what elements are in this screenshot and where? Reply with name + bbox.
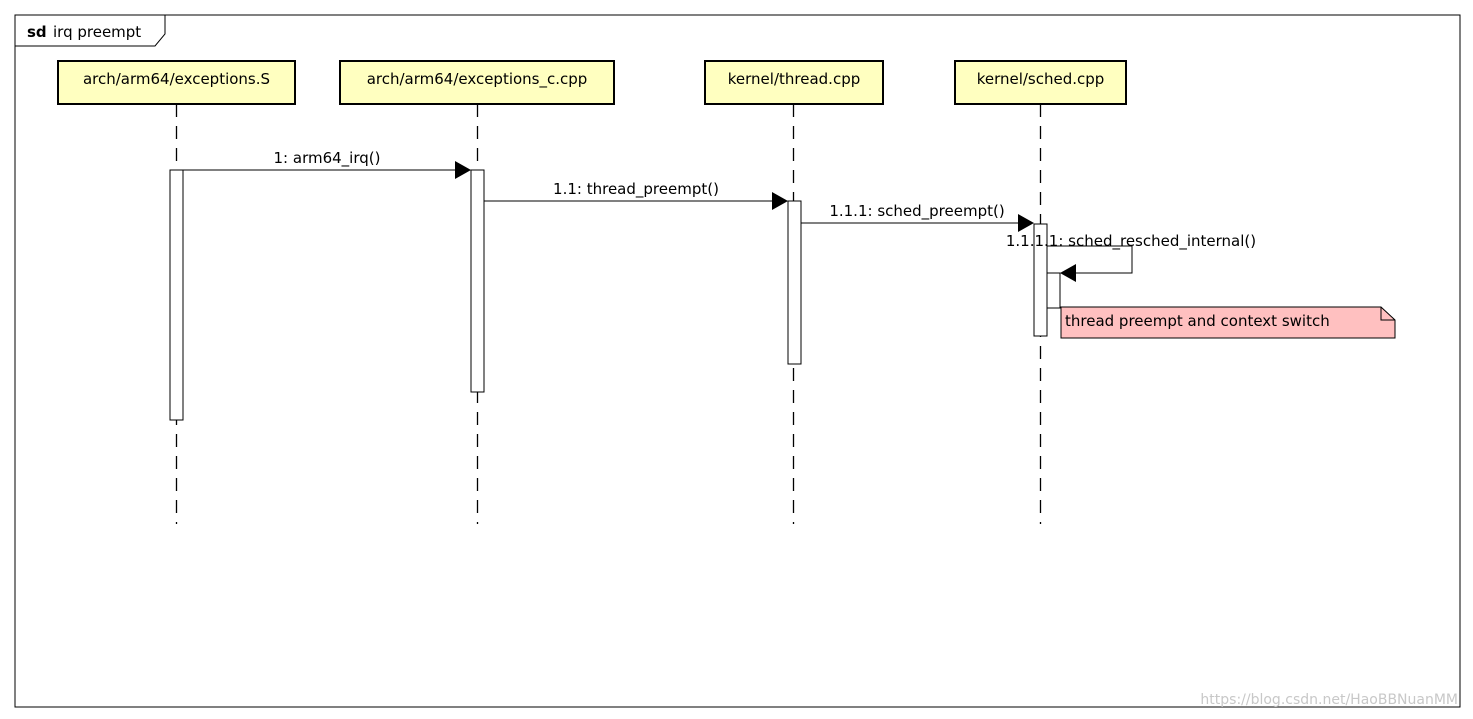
activation-bar-nested <box>1046 272 1061 309</box>
lifeline-exceptions-c[interactable]: arch/arm64/exceptions_c.cpp <box>339 60 615 524</box>
frame-title: irq preempt <box>53 23 141 41</box>
arrowhead-icon <box>1060 264 1076 282</box>
arrowhead-icon <box>1018 214 1034 232</box>
note-text: thread preempt and context switch <box>1065 312 1330 330</box>
frame-title-tab <box>14 14 166 47</box>
lifeline-thread[interactable]: kernel/thread.cpp <box>704 60 884 524</box>
frame-keyword: sd <box>27 23 47 41</box>
lifeline-head[interactable] <box>954 60 1127 105</box>
lifeline-label: arch/arm64/exceptions_c.cpp <box>367 70 588 89</box>
activation-bar <box>470 169 485 393</box>
watermark: https://blog.csdn.net/HaoBBNuanMM <box>1200 692 1458 708</box>
lifeline-label: kernel/thread.cpp <box>728 70 860 88</box>
arrowhead-icon <box>772 192 788 210</box>
note-shape <box>1060 306 1396 339</box>
message-label: 1.1.1.1: sched_resched_internal() <box>1006 232 1256 251</box>
message-thread-preempt[interactable]: 1.1: thread_preempt() <box>484 180 788 210</box>
message-sched-preempt[interactable]: 1.1.1: sched_preempt() <box>801 202 1034 232</box>
arrowhead-icon <box>455 161 471 179</box>
lifeline-exceptions-s[interactable]: arch/arm64/exceptions.S <box>57 60 296 524</box>
message-label: 1.1.1: sched_preempt() <box>829 202 1004 221</box>
frame-border <box>14 14 1461 708</box>
activation-bar <box>169 169 184 421</box>
activation-bar <box>787 200 802 365</box>
lifeline-sched[interactable]: kernel/sched.cpp <box>954 60 1127 524</box>
note[interactable]: thread preempt and context switch <box>1047 306 1396 339</box>
message-sched-resched-internal[interactable]: 1.1.1.1: sched_resched_internal() <box>1006 232 1256 282</box>
lifeline-label: arch/arm64/exceptions.S <box>83 70 270 88</box>
lifeline-head[interactable] <box>57 60 296 105</box>
message-line <box>1047 245 1133 274</box>
message-label: 1.1: thread_preempt() <box>553 180 719 199</box>
message-label: 1: arm64_irq() <box>274 149 381 168</box>
note-fold <box>1380 307 1395 321</box>
lifeline-label: kernel/sched.cpp <box>977 70 1105 88</box>
message-arm64-irq[interactable]: 1: arm64_irq() <box>183 149 471 179</box>
